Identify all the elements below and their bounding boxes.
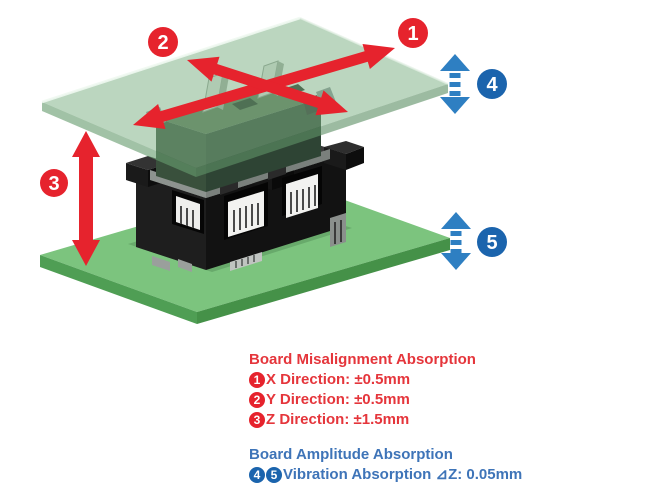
misalignment-y-text: Y Direction: ±0.5mm <box>266 391 410 408</box>
contact-window-right-1 <box>224 182 268 240</box>
badge-4-label: 4 <box>486 74 498 96</box>
badge-4: 4 <box>477 69 507 99</box>
badge-3-label: 3 <box>48 173 59 195</box>
badge-2: 2 <box>148 27 178 57</box>
inline-badge-4: 4 <box>249 467 265 483</box>
misalignment-z-text: Z Direction: ±1.5mm <box>266 411 410 428</box>
amplitude-title: Board Amplitude Absorption <box>249 446 453 463</box>
badge-1: 1 <box>398 18 428 48</box>
badge-5-label: 5 <box>486 232 497 254</box>
badge-1-label: 1 <box>407 23 418 45</box>
contact-window-left <box>172 190 204 234</box>
inline-badge-1: 1 <box>249 372 265 388</box>
misalignment-x-text: X Direction: ±0.5mm <box>266 371 411 388</box>
vibration-arrow-lower <box>441 212 471 270</box>
inline-badge-3: 3 <box>249 412 265 428</box>
inline-badge-5: 5 <box>266 467 282 483</box>
badge-5: 5 <box>477 227 507 257</box>
badge-3: 3 <box>40 169 68 197</box>
contact-window-right-2 <box>282 166 322 218</box>
misalignment-item-x: 1 X Direction: ±0.5mm <box>249 370 522 390</box>
legend: Board Misalignment Absorption 1 X Direct… <box>249 350 522 485</box>
solder-feet <box>152 213 346 272</box>
y-direction-arrow <box>187 56 348 116</box>
misalignment-title: Board Misalignment Absorption <box>249 351 476 368</box>
amplitude-text: Vibration Absorption ⊿Z: 0.05mm <box>283 466 523 483</box>
inline-badge-2: 2 <box>249 392 265 408</box>
vibration-arrow-upper <box>440 54 470 114</box>
badge-2-label: 2 <box>157 32 168 54</box>
misalignment-item-z: 3 Z Direction: ±1.5mm <box>249 410 522 430</box>
z-direction-arrow <box>72 131 100 266</box>
amplitude-item: 4 5 Vibration Absorption ⊿Z: 0.05mm <box>249 465 522 485</box>
misalignment-item-y: 2 Y Direction: ±0.5mm <box>249 390 522 410</box>
direction-arrows <box>72 44 395 266</box>
